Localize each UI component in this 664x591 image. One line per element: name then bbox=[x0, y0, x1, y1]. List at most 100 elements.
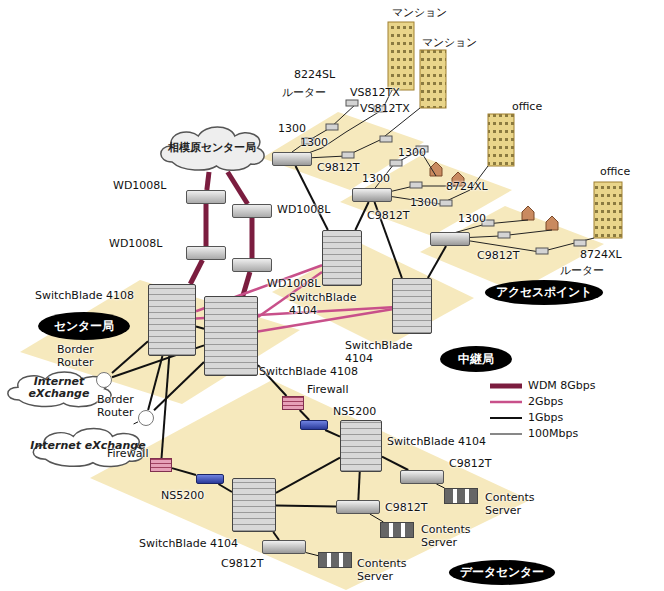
illustration-part bbox=[388, 166, 488, 204]
link-line bbox=[370, 514, 384, 522]
device-label: 相模原センター局 bbox=[168, 140, 256, 155]
device-label: WD1008L bbox=[277, 203, 330, 216]
wdm-device: WD1008L bbox=[186, 246, 226, 260]
link-line bbox=[228, 172, 248, 204]
site-badge: アクセスポイント bbox=[485, 280, 603, 305]
illustration-part bbox=[488, 114, 514, 166]
illustration-part bbox=[536, 248, 548, 254]
device-label: WD1008L bbox=[267, 277, 320, 290]
switch-chassis: SwitchBlade 4104 bbox=[322, 230, 362, 286]
access-wires bbox=[292, 90, 594, 252]
device-label: SwitchBlade 4104 bbox=[289, 291, 355, 317]
link-line bbox=[148, 356, 162, 410]
device-label: C9812T bbox=[477, 249, 519, 262]
firewall-box: Firewall bbox=[282, 396, 304, 410]
device-label: office bbox=[512, 100, 542, 113]
link-line bbox=[162, 356, 170, 458]
switch-chassis: SwitchBlade 4104 bbox=[392, 278, 432, 334]
border-router: Border Router bbox=[96, 372, 112, 388]
access-switch: C9812T bbox=[336, 500, 380, 514]
switch-chassis: SwitchBlade 4104 bbox=[232, 478, 276, 532]
device-label: NS5200 bbox=[333, 405, 376, 418]
illustration-part bbox=[490, 434, 522, 435]
device-label: Border Router bbox=[97, 393, 137, 419]
illustration-part bbox=[272, 244, 474, 348]
illustration-part bbox=[522, 206, 534, 220]
device-label: Firewall bbox=[307, 383, 348, 396]
device-label: SwitchBlade 4104 bbox=[345, 339, 411, 365]
device-label: SwitchBlade 4108 bbox=[35, 289, 134, 302]
border-router: Border Router bbox=[138, 410, 154, 426]
device-label: C9812T bbox=[221, 557, 263, 570]
link-line bbox=[154, 362, 204, 410]
illustration-part bbox=[340, 156, 512, 236]
illustration-part bbox=[300, 90, 392, 156]
device-label: C9812T bbox=[385, 501, 427, 514]
legend-text: 1Gbps bbox=[528, 411, 563, 424]
device-label: WD1008L bbox=[109, 237, 162, 250]
device-label: アクセスポイント bbox=[496, 284, 592, 301]
link-line bbox=[172, 468, 196, 475]
illustration-part bbox=[490, 384, 522, 389]
link-line bbox=[428, 246, 446, 278]
device-label: 1300 bbox=[410, 196, 438, 209]
illustration-part bbox=[420, 206, 604, 292]
switch-chassis: SwitchBlade 4108 bbox=[148, 284, 196, 356]
device-label: マンション bbox=[422, 36, 477, 49]
illustration-part bbox=[388, 22, 414, 90]
wdm-device: WD1008L bbox=[232, 258, 272, 272]
device-label: Firewall bbox=[107, 447, 148, 460]
device-label: 1300 bbox=[362, 172, 390, 185]
device-label: C9812T bbox=[449, 457, 491, 470]
link-line bbox=[325, 430, 340, 437]
illustration-part bbox=[574, 240, 586, 246]
link-line bbox=[276, 458, 340, 493]
device-label: VS812TX bbox=[350, 86, 400, 99]
link-line bbox=[218, 484, 232, 492]
legend-text: 100Mbps bbox=[528, 427, 578, 440]
access-switch: C9812T bbox=[400, 470, 444, 484]
site-badge: センター局 bbox=[38, 312, 130, 340]
illustration-part bbox=[498, 232, 510, 238]
device-label: SwitchBlade 4108 bbox=[259, 365, 358, 378]
server-rack: Contents Server bbox=[444, 488, 478, 504]
illustration-part bbox=[90, 380, 530, 590]
link-line bbox=[112, 341, 148, 373]
device-label: 1300 bbox=[278, 122, 306, 135]
device-label: ルーター bbox=[282, 86, 326, 99]
device-label: マンション bbox=[392, 6, 447, 19]
link-line bbox=[276, 505, 336, 506]
ns-switch: NS5200 bbox=[196, 474, 224, 484]
device-label: C9812T bbox=[317, 161, 359, 174]
illustration-part bbox=[342, 152, 354, 158]
device-label: 1300 bbox=[458, 212, 486, 225]
legend-text: WDM 8Gbps bbox=[528, 379, 596, 392]
illustration-part bbox=[380, 136, 392, 142]
access-switch: C9812T bbox=[272, 152, 312, 166]
exchange-cloud: Internet eXchange bbox=[27, 424, 149, 468]
link-line bbox=[250, 218, 255, 258]
link-line bbox=[134, 422, 138, 424]
illustration-part bbox=[410, 182, 422, 188]
buildings bbox=[388, 22, 622, 238]
link-line bbox=[300, 410, 310, 420]
device-label: SwitchBlade 4104 bbox=[139, 537, 238, 550]
device-label: WD1008L bbox=[113, 179, 166, 192]
illustration-part bbox=[490, 417, 522, 419]
center-cloud: 相模原センター局 bbox=[155, 122, 269, 172]
link-line bbox=[306, 553, 318, 556]
device-label: NS5200 bbox=[161, 489, 204, 502]
link-line bbox=[273, 532, 279, 540]
legend-samples bbox=[490, 386, 522, 434]
device-label: ルーター bbox=[560, 264, 604, 277]
device-label: データセンター bbox=[460, 564, 544, 581]
switch-chassis: SwitchBlade 4108 bbox=[204, 296, 258, 376]
wdm-device: WD1008L bbox=[186, 190, 226, 204]
illustration-part bbox=[420, 50, 446, 108]
link-line bbox=[207, 172, 209, 190]
device-label: SwitchBlade 4104 bbox=[387, 435, 486, 448]
device-label: VS812TX bbox=[360, 102, 410, 115]
device-label: 8224SL bbox=[294, 68, 335, 81]
wdm-device: WD1008L bbox=[232, 204, 272, 218]
illustration-part bbox=[594, 182, 622, 238]
